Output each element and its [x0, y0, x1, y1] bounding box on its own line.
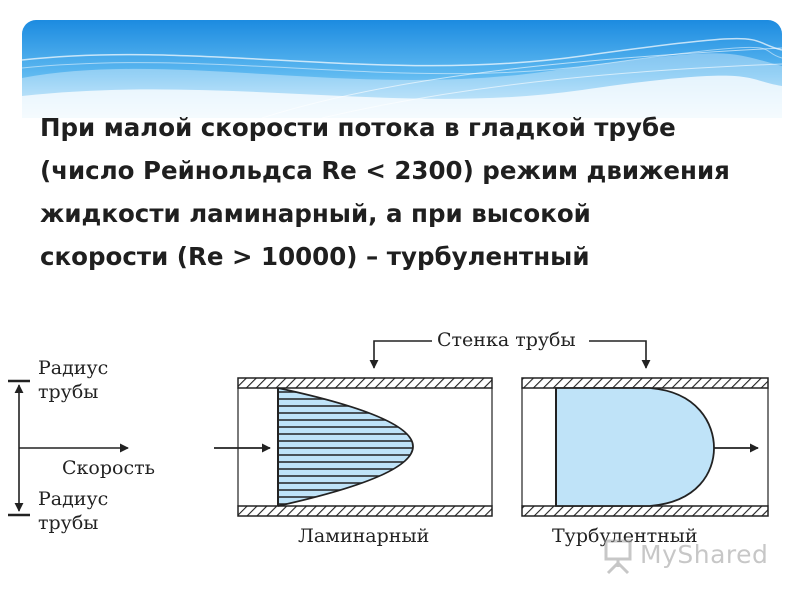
pipe-wall-bottom — [237, 505, 493, 517]
header-banner — [22, 20, 782, 118]
laminar-label: Ламинарный — [298, 525, 429, 547]
watermark-text: MyShared — [640, 540, 769, 569]
pipe-wall-top — [237, 377, 493, 389]
radius-top-label: трубы — [38, 381, 98, 403]
pipe-wall-top — [521, 377, 769, 389]
title-line: скорости (Re > 10000) – турбулентный — [40, 242, 590, 271]
velocity-label: Скорость — [62, 457, 155, 479]
laminar-profile-curve — [277, 387, 414, 507]
banner-wave-graphic — [22, 20, 782, 118]
title-line: жидкости ламинарный, а при высокой — [40, 199, 591, 228]
radius-velocity-axis: Радиус трубы Скорость Радиус трубы — [8, 357, 155, 534]
turbulent-label: Турбулентный — [552, 525, 698, 547]
title-line: При малой скорости потока в гладкой труб… — [40, 113, 676, 142]
pipe-wall-bottom — [521, 505, 769, 517]
radius-top-label: Радиус — [38, 357, 108, 379]
title-line: (число Рейнольдса Re < 2300) режим движе… — [40, 156, 730, 185]
presentation-board-icon — [604, 539, 632, 575]
wall-label: Стенка трубы — [437, 329, 576, 351]
wall-arrow-right — [589, 340, 651, 369]
radius-bottom-label: Радиус — [38, 488, 108, 510]
radius-bottom-label: трубы — [38, 512, 98, 534]
wall-callout: Стенка трубы — [369, 329, 651, 369]
turbulent-pipe: Турбулентный — [521, 377, 769, 547]
laminar-pipe: Ламинарный — [214, 377, 493, 547]
watermark-logo: MyShared — [602, 537, 772, 577]
turbulent-velocity-profile — [555, 387, 715, 507]
slide-title: При малой скорости потока в гладкой труб… — [40, 106, 792, 278]
wall-arrow-left — [369, 340, 432, 369]
